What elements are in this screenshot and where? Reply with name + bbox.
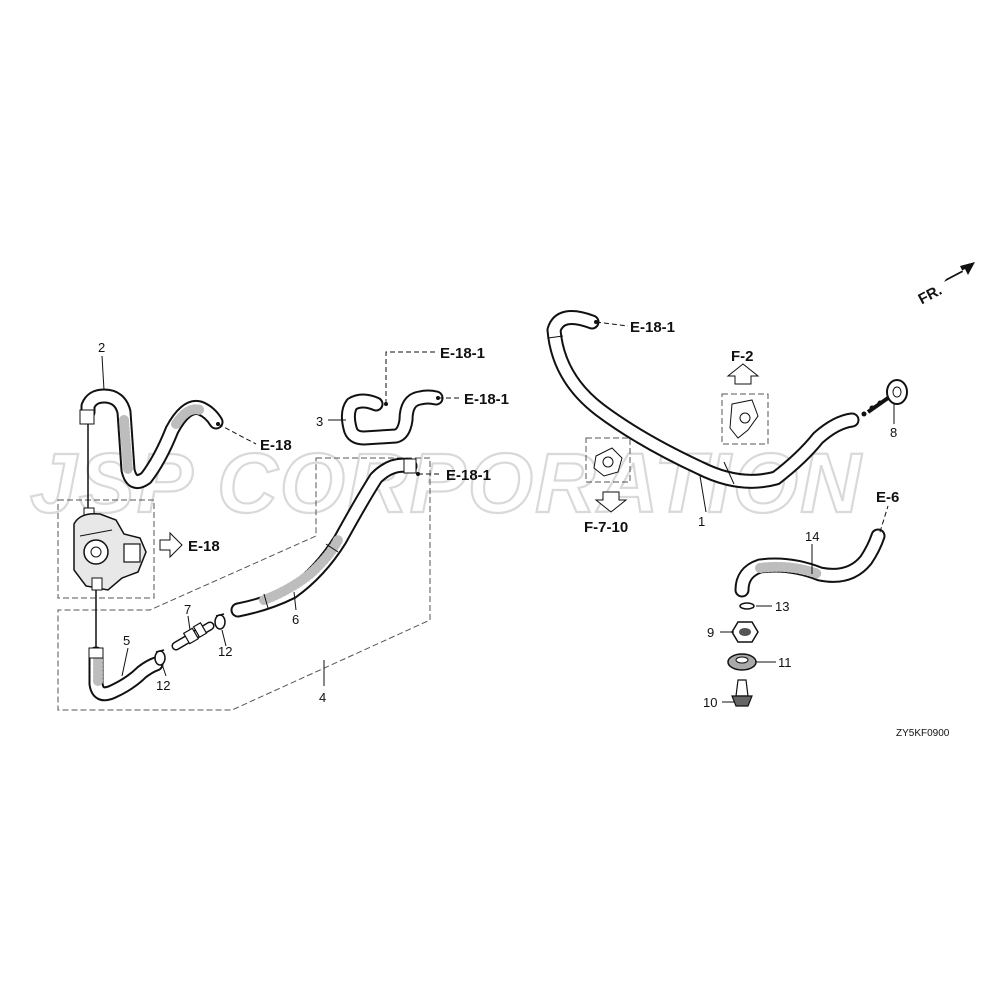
part-number-5: 5 (123, 633, 130, 648)
hose-clamp-f710[interactable] (585, 437, 631, 483)
part-9-grommet[interactable] (731, 621, 759, 643)
part-number-14: 14 (805, 529, 819, 544)
reference-e181-hose3-top[interactable]: E-18-1 (440, 345, 485, 362)
part-number-11: 11 (778, 655, 792, 670)
part-13-clip[interactable] (739, 602, 755, 610)
part-7-joint[interactable] (171, 621, 215, 651)
arrow-down-icon (594, 491, 628, 513)
reference-f710[interactable]: F-7-10 (584, 519, 628, 536)
reference-e181-hose1[interactable]: E-18-1 (630, 319, 675, 336)
front-direction-indicator: FR. (916, 262, 975, 308)
reference-e181-hose6[interactable]: E-18-1 (446, 467, 491, 484)
front-label: FR. (916, 282, 945, 308)
part-number-8: 8 (890, 425, 897, 440)
arrow-up-icon (726, 363, 760, 385)
arrow-right-icon (159, 531, 183, 559)
part-number-13: 13 (775, 599, 789, 614)
reference-e18-upper[interactable]: E-18 (260, 437, 292, 454)
part-number-2: 2 (98, 340, 105, 355)
part-12-clamp-lower[interactable] (154, 649, 166, 666)
group-4-outline (57, 457, 431, 711)
figure-code: ZY5KF0900 (896, 728, 950, 739)
part-number-10: 10 (703, 695, 717, 710)
part-number-4: 4 (319, 690, 326, 705)
part-10-drain-plug[interactable] (731, 679, 753, 707)
hose-3[interactable] (340, 389, 444, 446)
hose-1[interactable] (546, 310, 860, 489)
hose-6[interactable] (230, 457, 418, 618)
part-8-eyelet[interactable] (861, 379, 908, 417)
part-number-6: 6 (292, 612, 299, 627)
hose-14[interactable] (734, 528, 886, 598)
reference-e18-pump[interactable]: E-18 (188, 538, 220, 555)
part-number-3: 3 (316, 414, 323, 429)
reference-e181-hose3[interactable]: E-18-1 (464, 391, 509, 408)
part-number-12-lower: 12 (156, 678, 170, 693)
front-arrow-icon (944, 262, 975, 282)
reference-leaders (216, 320, 889, 533)
part-leaders (101, 355, 895, 703)
hose-clamp-f2[interactable] (721, 393, 769, 445)
part-number-9: 9 (707, 625, 714, 640)
reference-f2[interactable]: F-2 (731, 348, 754, 365)
hose-2[interactable] (79, 388, 224, 490)
reference-e6[interactable]: E-6 (876, 489, 899, 506)
fuel-pump[interactable] (73, 424, 147, 591)
part-number-12-upper: 12 (218, 644, 232, 659)
hose-5[interactable] (88, 590, 164, 702)
part-11-seal[interactable] (727, 653, 757, 671)
fuel-pump-group-box (57, 499, 155, 599)
part-number-7: 7 (184, 602, 191, 617)
part-number-1: 1 (698, 514, 705, 529)
part-12-clamp-upper[interactable] (214, 613, 226, 630)
